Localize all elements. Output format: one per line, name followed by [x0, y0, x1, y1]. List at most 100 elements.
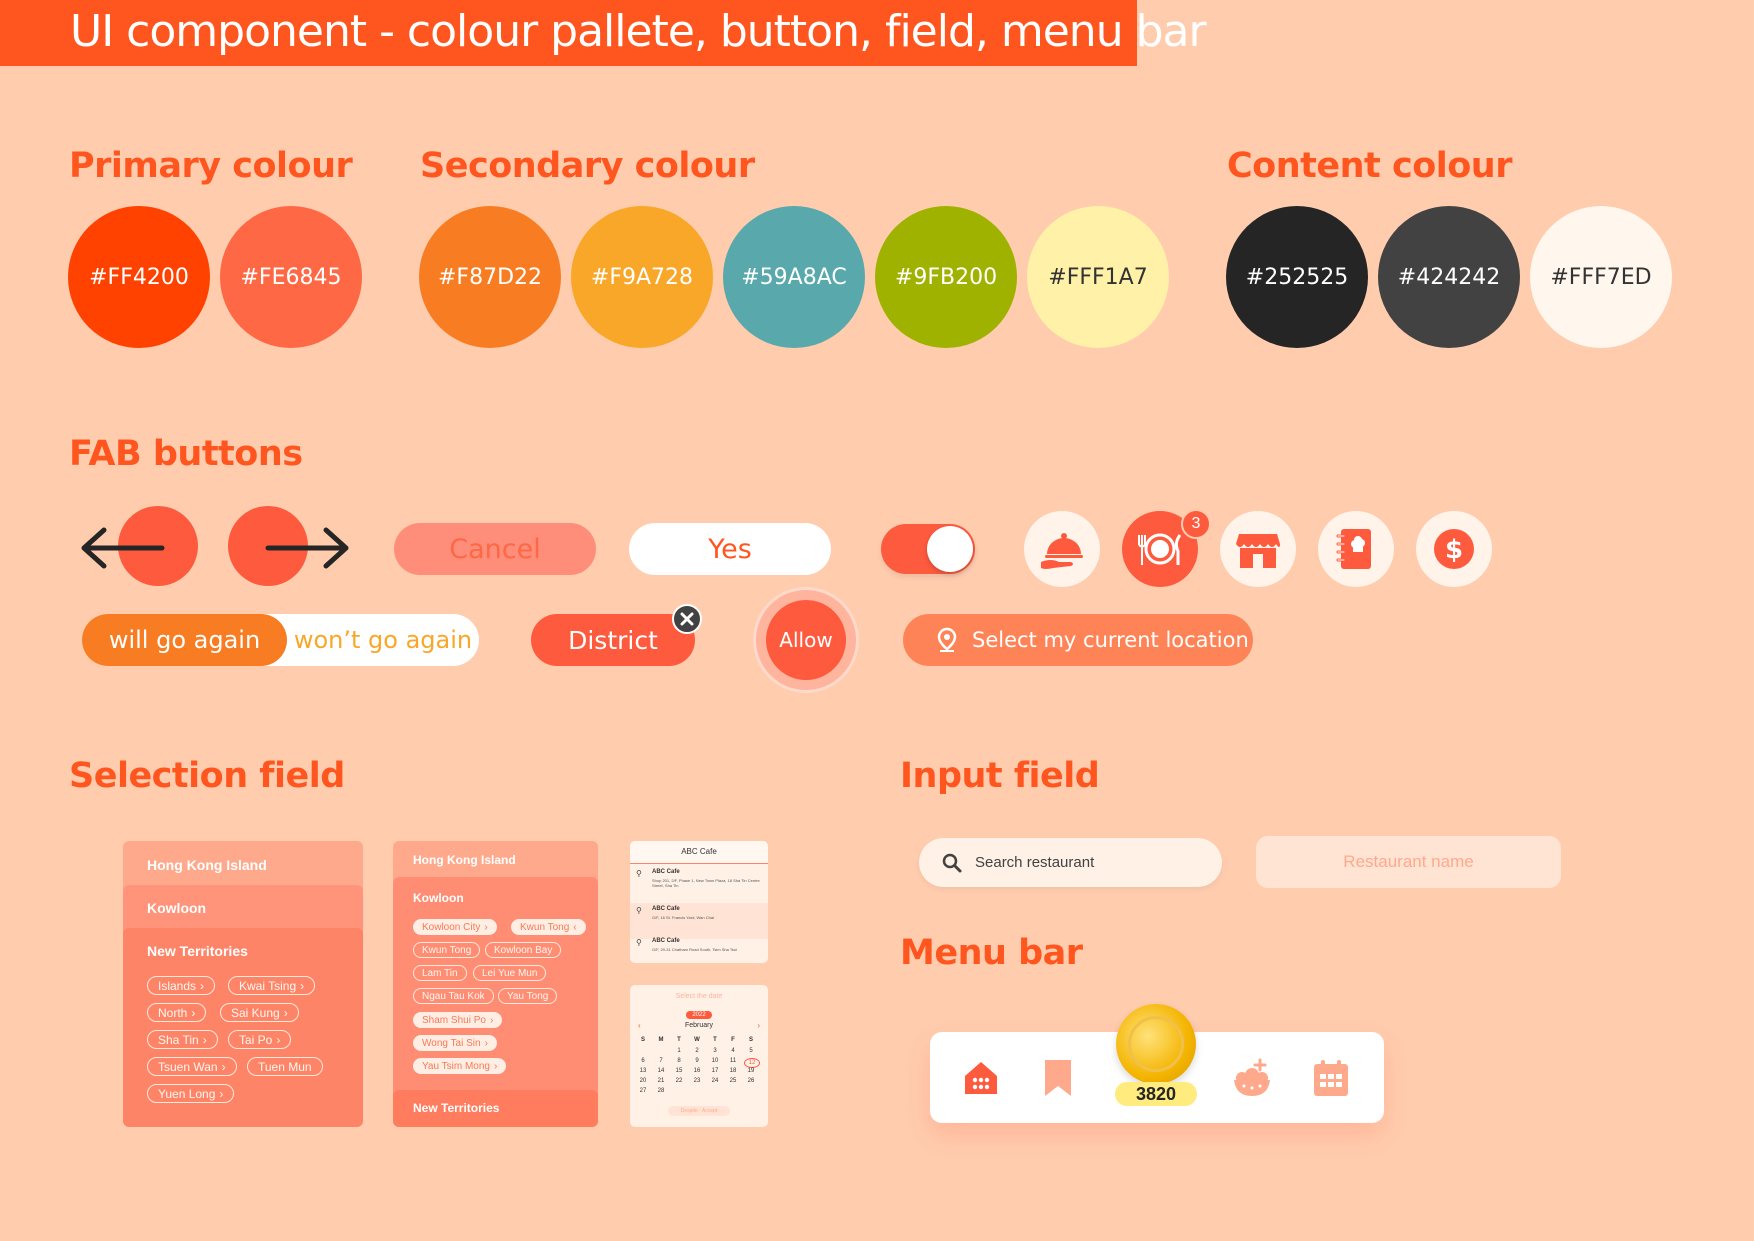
calendar-day[interactable]: 11 [729, 1058, 737, 1064]
cafe-row[interactable]: ⚲ ABC Cafe G/F, 29-31 Chatham Road South… [630, 935, 768, 963]
food-tab[interactable] [1230, 1056, 1274, 1105]
dollar-button[interactable]: $ [1416, 511, 1492, 587]
forward-arrow-icon [265, 527, 349, 569]
calendar-day[interactable]: 15 [675, 1068, 683, 1074]
next-month-icon[interactable]: › [757, 1021, 760, 1030]
calendar-day[interactable]: 4 [731, 1048, 735, 1054]
calendar-day[interactable]: 3 [713, 1048, 717, 1054]
calendar-day[interactable]: 6 [641, 1058, 645, 1064]
home-icon [965, 1062, 997, 1094]
tag-label: Tsuen Wan [158, 1059, 218, 1074]
district-tag[interactable]: Tsuen Wan› [147, 1057, 237, 1076]
will-go-again-option[interactable]: will go again [82, 614, 287, 666]
bookmark-tab[interactable] [1043, 1058, 1073, 1103]
district-tag[interactable]: Wong Tai Sin› [413, 1035, 497, 1051]
yes-button[interactable]: Yes [629, 523, 831, 575]
calendar-day[interactable]: 13 [639, 1068, 647, 1074]
district-tag[interactable]: Sha Tin› [147, 1030, 218, 1049]
district-tag[interactable]: Tai Po› [228, 1030, 292, 1049]
calendar-day[interactable]: 25 [729, 1078, 737, 1084]
district-tag[interactable]: Lei Yue Mun [473, 965, 547, 981]
district-chip[interactable]: District [531, 614, 695, 666]
swatch-label: #FFF1A7 [1048, 264, 1148, 290]
calendar-day[interactable]: 7 [659, 1058, 663, 1064]
select-location-button[interactable]: Select my current location [903, 614, 1253, 666]
calendar-day[interactable]: 26 [747, 1078, 755, 1084]
calendar-footer-button[interactable]: Despite · Accept [668, 1106, 730, 1116]
calendar-day[interactable]: 16 [693, 1068, 701, 1074]
calendar-day[interactable]: 9 [695, 1058, 699, 1064]
cafe-address: G/F, 29-31 Chatham Road South, Tsim Sha … [652, 947, 738, 952]
swatch-secondary-2: #F9A728 [571, 206, 713, 348]
district-tag[interactable]: Yau Tong [498, 988, 558, 1004]
coin-icon[interactable] [1116, 1004, 1196, 1084]
swatch-label: #59A8AC [741, 264, 847, 290]
cancel-button[interactable]: Cancel [394, 523, 596, 575]
district-tag[interactable]: Kwun Tong‹ [511, 919, 586, 935]
swatch-label: #F87D22 [437, 264, 543, 290]
month-label: February [684, 1022, 713, 1029]
district-tag[interactable]: Ngau Tau Kok [413, 988, 494, 1004]
calendar-tab[interactable] [1312, 1058, 1350, 1103]
calendar-day[interactable]: 10 [711, 1058, 719, 1064]
calendar-day[interactable]: 14 [657, 1068, 665, 1074]
district-tag[interactable]: Sham Shui Po› [413, 1012, 503, 1028]
district-tag[interactable]: Yau Tsim Mong› [413, 1058, 507, 1074]
calendar-day[interactable]: 8 [677, 1058, 681, 1064]
tag-label: Sha Tin [158, 1032, 199, 1047]
district-tag[interactable]: North› [147, 1003, 207, 1022]
tag-label: Kowloon Bay [494, 944, 553, 956]
calendar-icon [1314, 1060, 1348, 1096]
calendar-day[interactable]: 27 [639, 1088, 647, 1094]
primary-colour-heading: Primary colour [69, 146, 353, 186]
calendar-day[interactable]: 2 [695, 1048, 699, 1054]
prev-month-icon[interactable]: ‹ [638, 1021, 641, 1030]
district-tag[interactable]: Sai Kung› [220, 1003, 299, 1022]
allow-button[interactable]: Allow [766, 600, 846, 680]
serving-dish-button[interactable] [1024, 511, 1100, 587]
calendar-day[interactable]: 23 [693, 1078, 701, 1084]
calendar-day[interactable]: 22 [675, 1078, 683, 1084]
district-tag[interactable]: Kwai Tsing› [228, 976, 316, 995]
year-badge[interactable]: 2022 [686, 1011, 712, 1019]
district-tag[interactable]: Kwun Tong [413, 942, 481, 958]
chef-menu-button[interactable] [1318, 511, 1394, 587]
cafe-row[interactable]: ⚲ ABC Cafe Shop 201, 2/F, Phase 1, New T… [630, 866, 768, 902]
nt-row[interactable] [393, 1090, 598, 1127]
district-tag[interactable]: Kowloon City› [413, 919, 497, 935]
search-input[interactable]: Search restaurant [919, 838, 1222, 887]
calendar-day[interactable]: 20 [639, 1078, 647, 1084]
calendar-day[interactable]: 18 [729, 1068, 737, 1074]
calendar-day[interactable]: 1 [677, 1048, 681, 1054]
back-button[interactable] [80, 506, 200, 588]
fab-buttons-heading: FAB buttons [69, 434, 303, 474]
kowloon-panel [393, 877, 598, 1127]
menu-bar-heading: Menu bar [900, 933, 1083, 973]
toggle-switch[interactable] [881, 524, 975, 574]
remove-district-button[interactable] [672, 604, 702, 634]
calendar-day[interactable]: 19 [747, 1068, 755, 1074]
tag-label: Sai Kung [231, 1005, 280, 1020]
chevron-right-icon: › [276, 1032, 281, 1047]
district-tag[interactable]: Tuen Mun [247, 1057, 323, 1076]
district-tag[interactable]: Yuen Long› [147, 1084, 235, 1103]
wont-go-again-option[interactable]: won’t go again [293, 626, 473, 654]
input-field-heading: Input field [900, 756, 1100, 796]
restaurant-name-field[interactable]: Restaurant name [1256, 836, 1561, 888]
cafe-row[interactable]: ⚲ ABC Cafe G/F, 16 St. Francis Yard, Wan… [630, 903, 768, 939]
calendar-day[interactable]: 12 [744, 1058, 760, 1068]
bookmark-icon [1045, 1060, 1071, 1096]
home-tab[interactable] [961, 1058, 1001, 1103]
calendar-day[interactable]: 28 [657, 1088, 665, 1094]
calendar-day[interactable]: 21 [657, 1078, 665, 1084]
calendar-day[interactable]: 24 [711, 1078, 719, 1084]
svg-text:$: $ [1445, 535, 1463, 565]
district-tag[interactable]: Islands› [147, 976, 216, 995]
district-tag[interactable]: Lam Tin [413, 965, 467, 981]
selection-field-heading: Selection field [69, 756, 345, 796]
store-button[interactable] [1220, 511, 1296, 587]
calendar-day[interactable]: 5 [749, 1048, 753, 1054]
district-tag[interactable]: Kowloon Bay [485, 942, 562, 958]
forward-button[interactable] [228, 506, 349, 588]
calendar-day[interactable]: 17 [711, 1068, 719, 1074]
